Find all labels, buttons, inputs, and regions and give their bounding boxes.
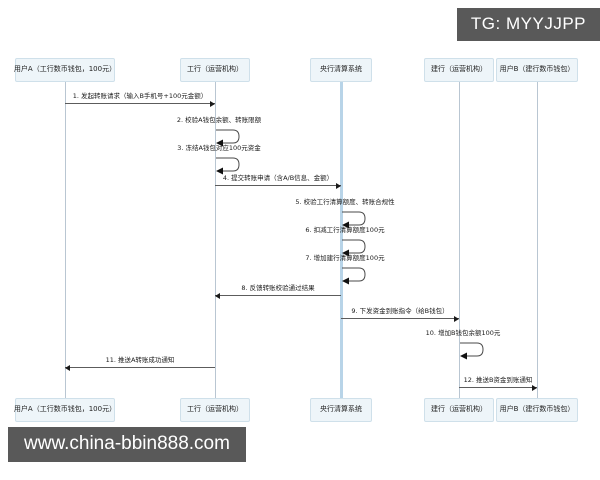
participant-bottom-ccb: 建行（运营机构） [424, 398, 494, 422]
message-label-6: 6. 扣减工行清算额度100元 [305, 226, 385, 234]
message-label-5: 5. 校验工行清算额度、转账合规性 [295, 198, 395, 206]
message-line-1 [65, 103, 215, 104]
participant-bottom-userB: 用户B（建行数币钱包） [496, 398, 578, 422]
message-arrowhead-11 [65, 364, 70, 371]
tg-handle-badge: TG: MYYJJPP [456, 8, 600, 41]
message-arrowhead-8 [215, 292, 220, 299]
message-label-2: 2. 校验A钱包余额、转账限额 [176, 116, 262, 124]
message-line-8 [215, 295, 341, 296]
message-line-9 [341, 318, 459, 319]
message-label-1: 1. 发起转账请求（输入B手机号+100元金额） [72, 92, 208, 100]
message-arrowhead-12 [532, 384, 537, 391]
lifeline-pboc [339, 82, 343, 398]
self-message-arrow-6 [342, 239, 366, 257]
participant-top-ccb: 建行（运营机构） [424, 58, 494, 82]
participant-bottom-icbc: 工行（运营机构） [180, 398, 250, 422]
participant-bottom-pboc: 央行清算系统 [310, 398, 372, 422]
message-label-9: 9. 下发资金到账指令（给B钱包） [351, 307, 449, 315]
participant-top-userA: 用户A（工行数币钱包，100元） [14, 58, 116, 82]
message-label-7: 7. 增加建行清算额度100元 [305, 254, 385, 262]
message-label-11: 11. 推送A转账成功通知 [105, 356, 175, 364]
message-line-4 [215, 185, 341, 186]
self-message-arrow-2 [216, 129, 240, 147]
self-message-arrow-7 [342, 267, 366, 285]
message-arrowhead-1 [210, 100, 215, 107]
lifeline-userB [536, 82, 538, 398]
message-label-12: 12. 推送B资金到账通知 [463, 376, 533, 384]
participant-bottom-userA: 用户A（工行数币钱包，100元） [14, 398, 116, 422]
message-label-3: 3. 冻结A钱包对应100元资金 [177, 144, 261, 152]
self-message-arrow-5 [342, 211, 366, 229]
participant-top-icbc: 工行（运营机构） [180, 58, 250, 82]
lifeline-icbc [214, 82, 216, 398]
message-line-11 [65, 367, 215, 368]
message-label-4: 4. 提交转账申请（含A/B信息、金额） [222, 174, 334, 182]
participant-top-userB: 用户B（建行数币钱包） [496, 58, 578, 82]
message-label-8: 8. 反馈转账校验通过结果 [241, 284, 315, 292]
message-label-10: 10. 增加B钱包余额100元 [425, 329, 501, 337]
message-arrowhead-9 [454, 315, 459, 322]
self-message-arrow-10 [460, 342, 484, 360]
site-watermark: www.china-bbin888.com [8, 427, 246, 462]
self-message-arrow-3 [216, 157, 240, 175]
lifeline-userA [64, 82, 66, 398]
message-arrowhead-4 [336, 182, 341, 189]
message-line-12 [459, 387, 537, 388]
participant-top-pboc: 央行清算系统 [310, 58, 372, 82]
lifeline-ccb [458, 82, 460, 398]
